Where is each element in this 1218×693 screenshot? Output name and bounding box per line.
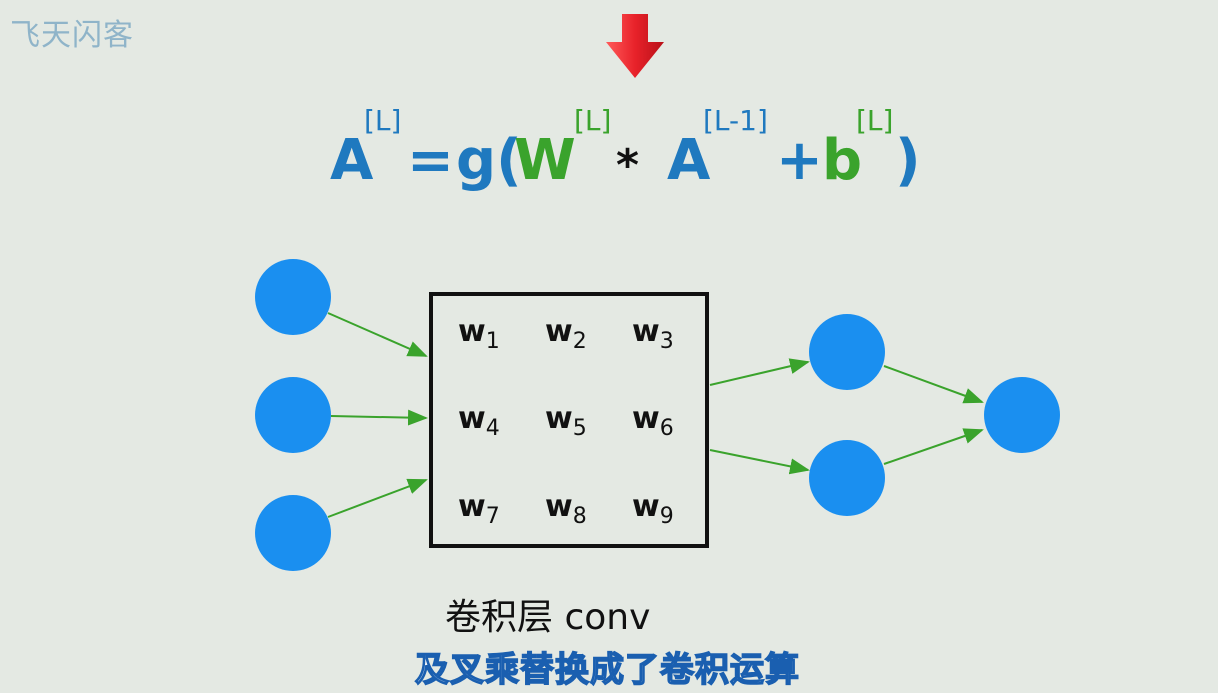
weight-w6: w6	[632, 401, 674, 441]
weight-w3: w3	[632, 314, 674, 354]
formula-b: b	[822, 128, 863, 193]
edge	[709, 449, 810, 475]
hidden-node	[809, 440, 885, 516]
formula-g: g(	[456, 128, 522, 193]
edge	[709, 358, 810, 386]
watermark: 飞天闪客	[10, 18, 134, 53]
formula-sup: [L]	[574, 104, 612, 137]
edge	[327, 478, 428, 518]
weight-w9: w9	[632, 489, 674, 529]
conv-kernel-box	[429, 292, 709, 548]
weight-w2: w2	[545, 314, 587, 354]
subtitle: 及叉乘替换成了卷积运算	[414, 649, 800, 691]
formula-A: A	[330, 128, 374, 193]
layer-label: 卷积层 conv	[445, 597, 651, 638]
weight-w1: w1	[458, 314, 500, 354]
formula-plus: +	[776, 128, 823, 193]
weight-w7: w7	[458, 489, 500, 529]
edge	[883, 428, 984, 465]
output-node	[984, 377, 1060, 453]
formula-A-prev: A	[667, 128, 711, 193]
weight-w5: w5	[545, 401, 587, 441]
weight-w8: w8	[545, 489, 587, 529]
formula-star: *	[616, 140, 640, 191]
input-node	[255, 377, 331, 453]
down-arrow-icon	[606, 14, 664, 78]
edges	[327, 312, 984, 518]
hidden-node	[809, 314, 885, 390]
input-node	[255, 495, 331, 571]
weight-w4: w4	[458, 401, 500, 441]
formula-close: )	[895, 128, 921, 193]
edge	[883, 365, 984, 404]
input-node	[255, 259, 331, 335]
formula-sup: [L]	[364, 104, 402, 137]
edge	[330, 409, 428, 426]
formula-W: W	[514, 128, 576, 193]
formula-sup: [L]	[856, 104, 894, 137]
formula-sup: [L-1]	[703, 104, 768, 137]
formula-eq: =	[407, 128, 454, 193]
edge	[327, 312, 428, 357]
